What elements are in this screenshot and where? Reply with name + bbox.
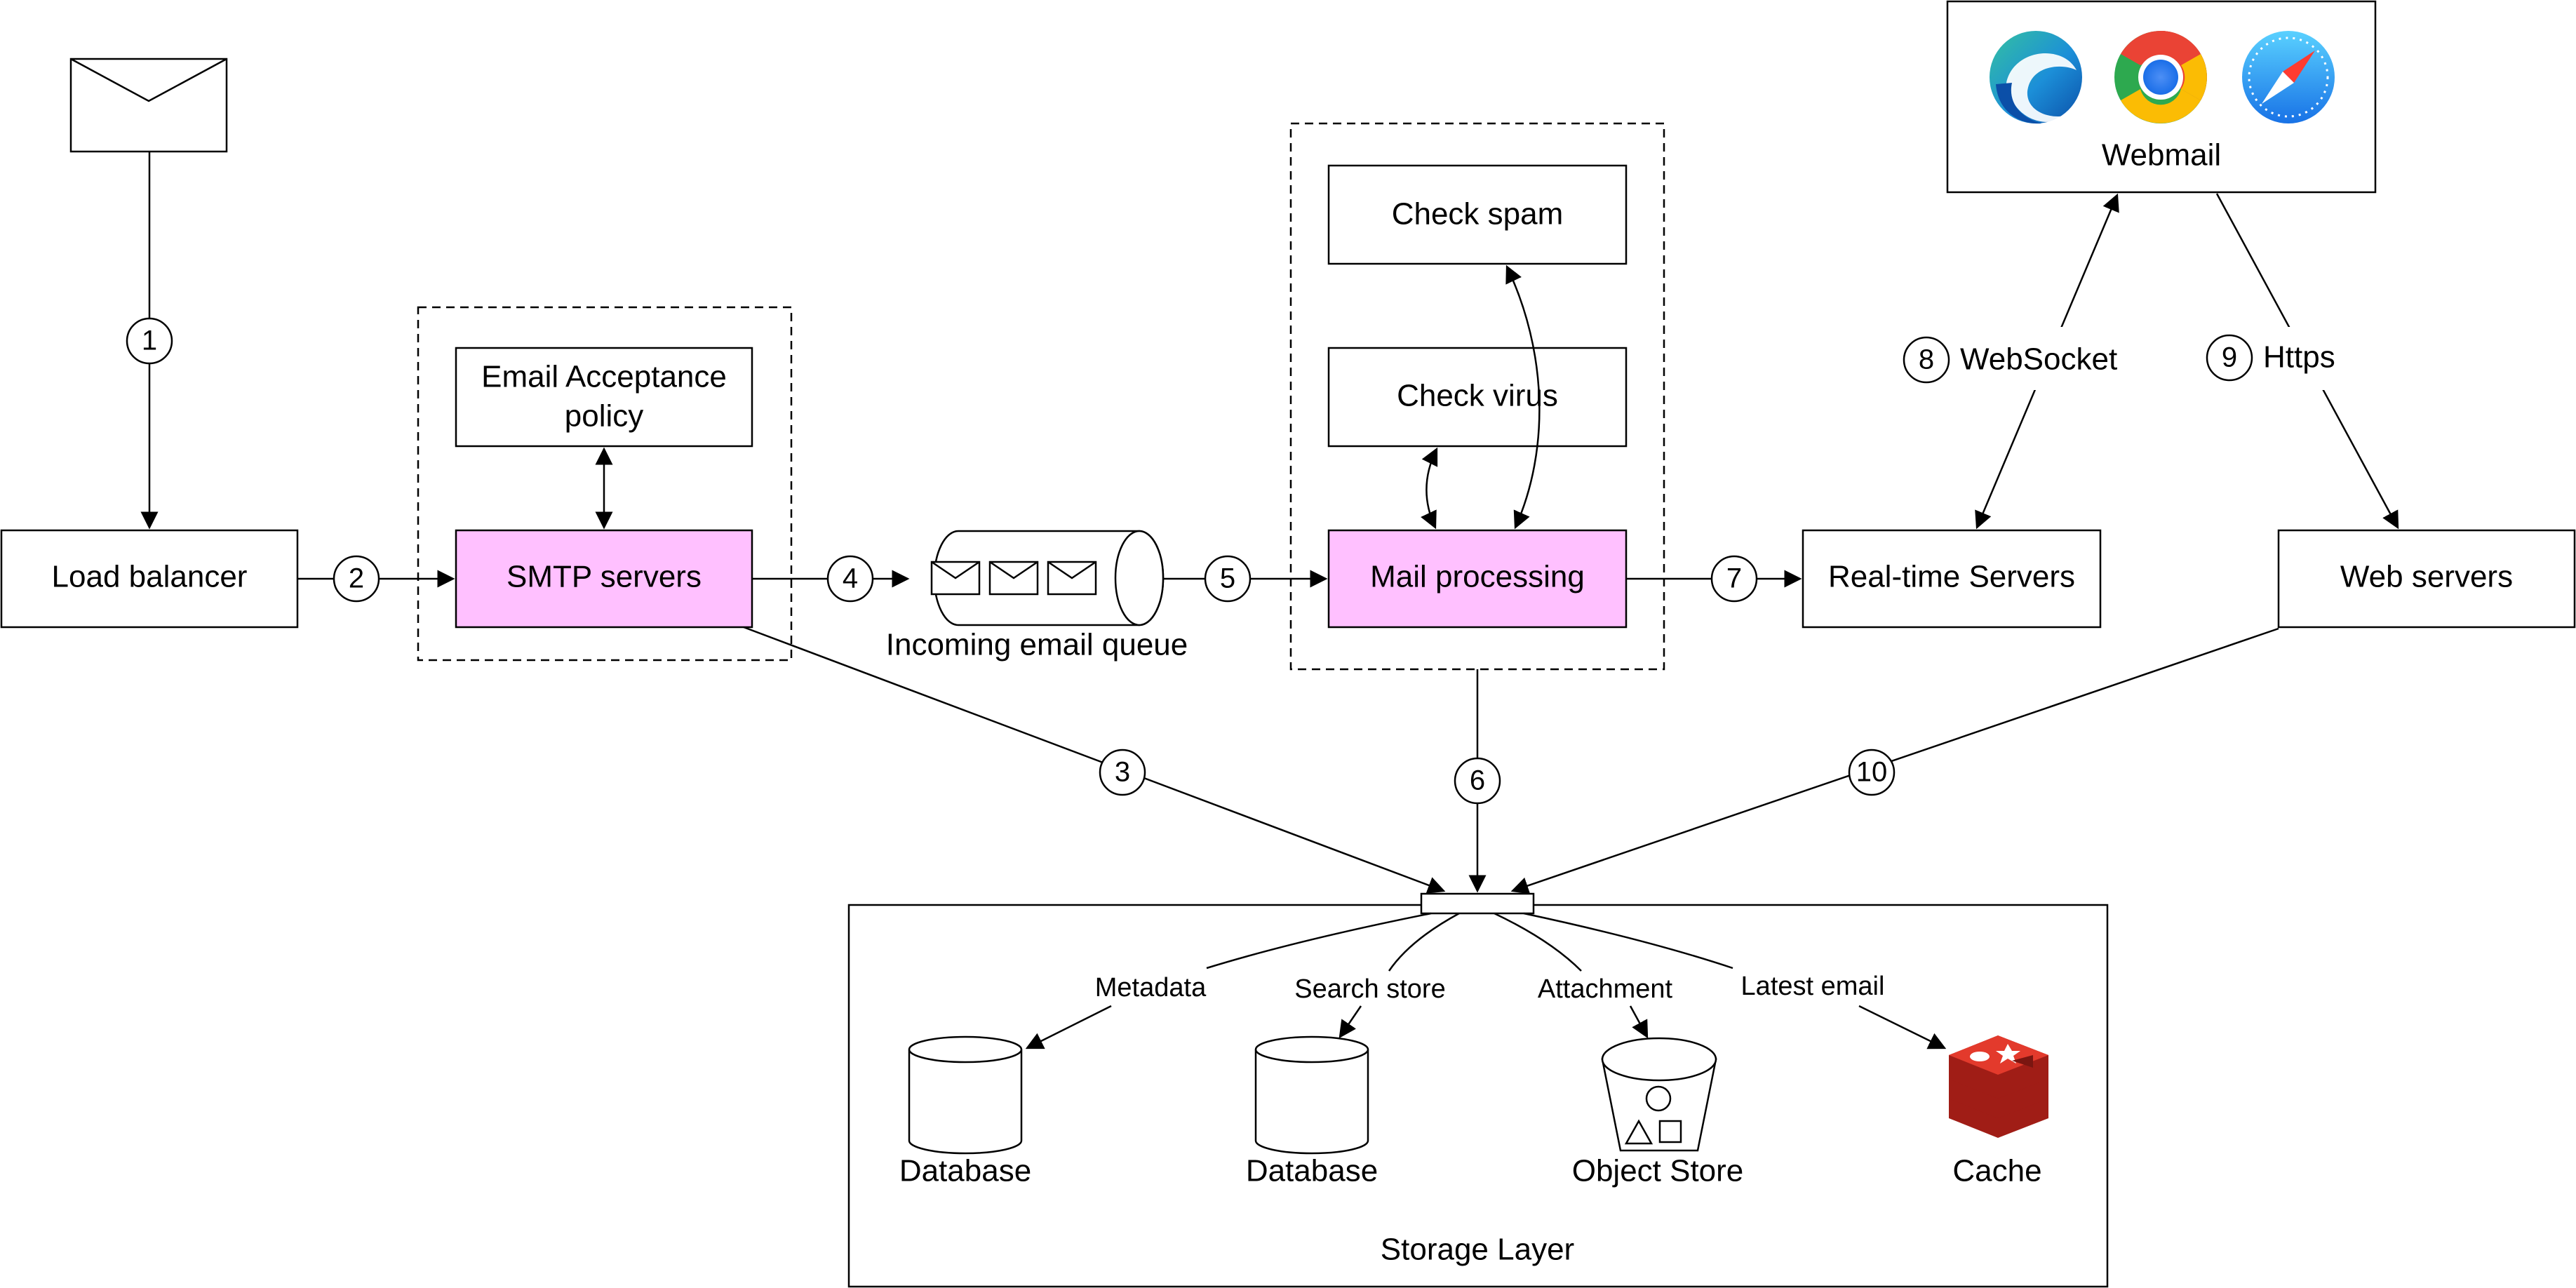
storage-layer-label: Storage Layer — [1381, 1233, 1574, 1267]
incoming-email-queue-label: Incoming email queue — [886, 628, 1188, 662]
attachment-edge-label: Attachment — [1538, 974, 1673, 1004]
queued-envelope-icon — [1047, 561, 1097, 596]
envelope-icon — [69, 58, 228, 153]
step-badge-3: 3 — [1099, 749, 1146, 796]
realtime-servers-node[interactable]: Real-time Servers — [1802, 529, 2102, 629]
metadata-database-label: Database — [899, 1154, 1031, 1188]
smtp-servers-label: SMTP servers — [507, 560, 702, 594]
load-balancer-node[interactable]: Load balancer — [0, 529, 299, 629]
step-number: 6 — [1470, 765, 1485, 796]
attachment-edge — [1494, 912, 1582, 972]
edge-step-10 — [1510, 627, 2279, 894]
step-number: 5 — [1220, 563, 1235, 594]
step-number: 9 — [2222, 342, 2237, 373]
step-badge-9: 9 Https — [2197, 327, 2356, 390]
email-acceptance-label-line2: policy — [565, 399, 644, 434]
edge-browser-icon — [1990, 31, 2082, 124]
webmail-label: Webmail — [2102, 138, 2221, 173]
check-spam-label: Check spam — [1392, 197, 1564, 232]
realtime-servers-label: Real-time Servers — [1828, 560, 2075, 594]
redis-cache-icon — [1949, 1035, 2048, 1138]
step-number: 4 — [843, 563, 858, 594]
safari-browser-icon — [2242, 31, 2335, 123]
smtp-servers-node[interactable]: SMTP servers — [455, 529, 753, 629]
step-badge-2: 2 — [333, 555, 380, 603]
incoming-email-queue-node[interactable]: Incoming email queue — [886, 530, 1188, 662]
step-badge-10: 10 — [1848, 749, 1896, 796]
database-icon — [908, 1035, 1023, 1155]
step-number: 2 — [349, 563, 364, 594]
attachment-edge-arrow — [1629, 1005, 1649, 1039]
step-number: 3 — [1115, 757, 1130, 788]
latest-email-edge — [1523, 912, 1733, 970]
database-icon — [1254, 1035, 1369, 1155]
edge-processing-spam — [1505, 264, 1541, 530]
chrome-browser-icon — [2114, 31, 2207, 123]
metadata-edge-arrow — [1025, 1005, 1112, 1049]
step-number: 10 — [1856, 757, 1888, 788]
search-store-edge-label: Search store — [1294, 974, 1445, 1004]
web-servers-label: Web servers — [2340, 560, 2513, 594]
search-store-edge — [1388, 912, 1460, 972]
websocket-label: WebSocket — [1960, 342, 2117, 377]
check-virus-node[interactable]: Check virus — [1327, 347, 1628, 448]
latest-email-edge-arrow — [1858, 1005, 1947, 1049]
step-badge-1: 1 — [126, 317, 173, 365]
step-badge-5: 5 — [1204, 555, 1252, 603]
webmail-node[interactable]: Webmail — [1946, 0, 2377, 194]
mail-processing-label: Mail processing — [1370, 560, 1585, 594]
edge-step-3 — [743, 626, 1446, 894]
smtp-group-boundary — [417, 306, 793, 662]
load-balancer-label: Load balancer — [52, 560, 248, 594]
object-store-icon — [1601, 1037, 1717, 1152]
queued-envelope-icon — [930, 561, 981, 596]
web-servers-node[interactable]: Web servers — [2277, 529, 2576, 629]
edge-processing-virus — [1421, 447, 1438, 530]
email-acceptance-label-line1: Email Acceptance — [481, 360, 727, 394]
object-store-label: Object Store — [1572, 1154, 1744, 1188]
mail-processing-node[interactable]: Mail processing — [1327, 529, 1628, 629]
check-spam-node[interactable]: Check spam — [1327, 164, 1628, 265]
metadata-edge-label: Metadata — [1095, 973, 1207, 1002]
cache-label: Cache — [1952, 1154, 2041, 1188]
queued-envelope-icon — [988, 561, 1039, 596]
search-database-label: Database — [1246, 1154, 1378, 1188]
storage-access-port — [1420, 892, 1535, 915]
step-number: 1 — [142, 326, 157, 356]
https-label: Https — [2263, 340, 2335, 375]
step-number: 8 — [1919, 344, 1934, 375]
step-badge-8: 8 WebSocket — [1898, 327, 2137, 390]
email-acceptance-policy-node[interactable]: Email Acceptance policy — [455, 347, 753, 448]
check-virus-label: Check virus — [1397, 379, 1558, 413]
storage-layer-node: Storage Layer — [847, 892, 2109, 1288]
search-store-edge-arrow — [1339, 1005, 1362, 1039]
latest-email-edge-label: Latest email — [1741, 972, 1885, 1001]
metadata-edge — [1206, 912, 1432, 970]
step-badge-7: 7 — [1710, 555, 1758, 603]
step-badge-6: 6 — [1454, 757, 1501, 805]
step-badge-4: 4 — [826, 555, 874, 603]
mail-processing-group-boundary — [1289, 122, 1665, 671]
step-number: 7 — [1726, 563, 1742, 594]
